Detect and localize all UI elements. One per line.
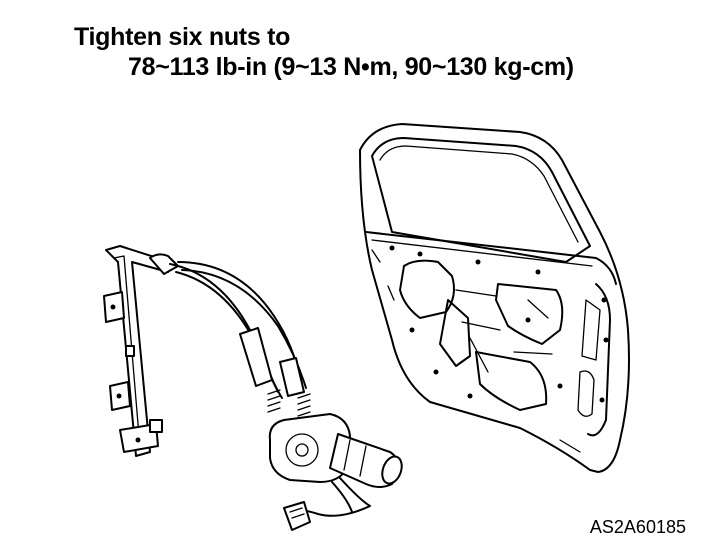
torque-instruction: Tighten six nuts to 78~113 lb-in (9~13 N… bbox=[74, 22, 574, 82]
rear-door-panel bbox=[359, 123, 630, 473]
regulator-cables bbox=[169, 261, 307, 399]
regulator-guide-rail bbox=[103, 245, 179, 457]
figure-reference-id: AS2A60185 bbox=[589, 517, 686, 537]
regulator-motor bbox=[267, 389, 403, 531]
instruction-line-1: Tighten six nuts to bbox=[74, 23, 291, 51]
instruction-line-2: 78~113 lb-in (9~13 N•m, 90~130 kg-cm) bbox=[128, 53, 574, 81]
